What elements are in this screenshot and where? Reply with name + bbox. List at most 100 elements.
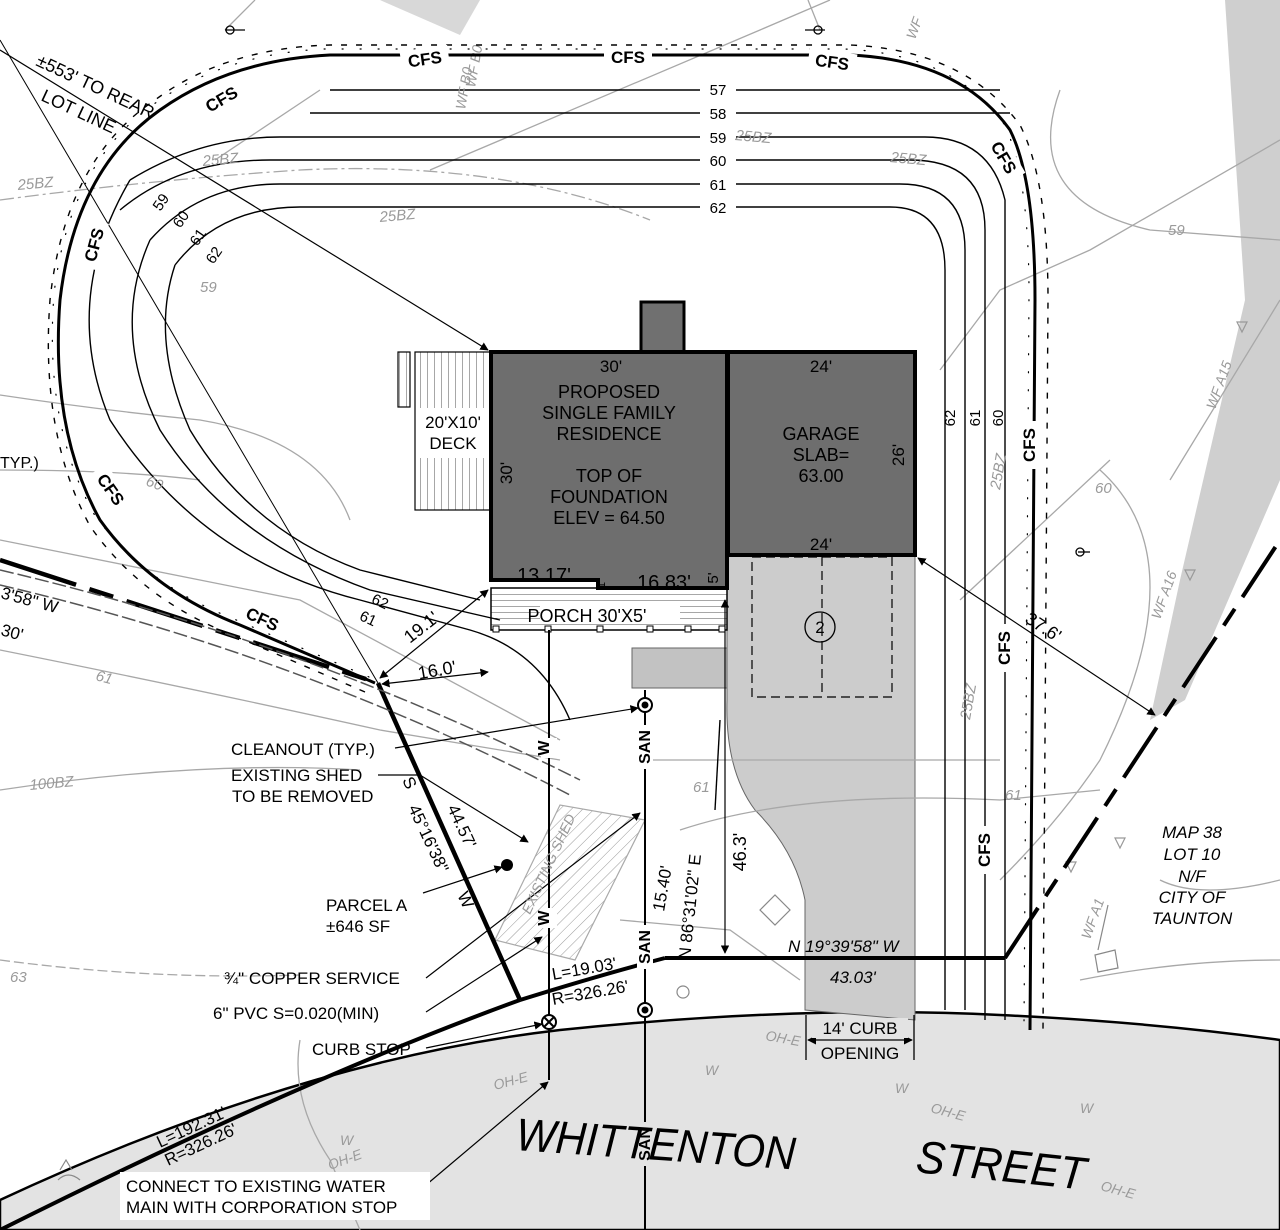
soil-label-6: 25BZ (889, 149, 928, 169)
garage-label-1: GARAGE (782, 424, 859, 444)
sewer-line-label-2: SAN (637, 930, 654, 964)
curb-stop-symbol (541, 1014, 557, 1030)
sewer-line-label-1: SAN (637, 730, 654, 764)
soil-label-1: 25BZ (16, 174, 55, 194)
garage: 24' GARAGE SLAB= 63.00 26' 24' (726, 350, 917, 557)
deck: 20'X10' DECK (397, 351, 492, 511)
bearing-w-label: W (453, 889, 477, 912)
street-water-label-3: W (1080, 1100, 1095, 1116)
wetland-flag-2: WF B0 (462, 44, 485, 89)
residence-title-1: PROPOSED (558, 382, 660, 402)
connect-callout-1: CONNECT TO EXISTING WATER (126, 1177, 386, 1196)
contour-label-61-bottom: 61 (357, 608, 379, 630)
bearing-19-39-58: N 19°39'58" W (788, 937, 901, 956)
contour-label-60-right: 60 (990, 410, 1007, 427)
wetland-gray-area (380, 0, 1280, 720)
abutter-info: MAP 38 LOT 10 N/F CITY OF TAUNTON (1152, 823, 1233, 928)
contour-label-62-right: 62 (942, 410, 959, 427)
bearing-s-label: S (398, 774, 420, 792)
soil-label-3: 25BZ (201, 150, 240, 170)
setback-16-0: 16.0' (416, 657, 457, 683)
abutter-owner-2: TAUNTON (1152, 909, 1233, 928)
rear-lot-line-note: ±553' TO REAR LOT LINE (33, 50, 157, 137)
foundation-elevation: ELEV = 64.50 (553, 508, 665, 528)
grey-contour-60b: 60 (1095, 480, 1112, 497)
grey-contour-60a: 60 (144, 473, 166, 495)
soil-label-7: 25BZ (987, 452, 1010, 492)
wetland-flag-5: WF A1 (1078, 896, 1107, 941)
grey-contour-61c: 61 (693, 779, 710, 796)
curb-opening (805, 1015, 915, 1060)
residence-offset-dim: 1' (596, 580, 608, 588)
abutter-map: MAP 38 (1162, 823, 1222, 842)
deck-label-size: 20'X10' (425, 413, 481, 432)
curb-opening-labels: 14' CURB OPENING (812, 1018, 908, 1063)
porch-label: PORCH 30'X5' (528, 606, 647, 626)
curb-opening-label-1: 14' CURB (822, 1019, 897, 1038)
grey-contour-63: 63 (10, 969, 27, 986)
cleanout-callout: CLEANOUT (TYP.) (231, 740, 375, 759)
wetland-flag-triangles (1065, 321, 1248, 874)
cfs-label-7: CFS (243, 604, 282, 636)
contour-label-59: 59 (710, 130, 727, 147)
deck-label-name: DECK (429, 434, 477, 453)
foundation-label-2: FOUNDATION (550, 487, 668, 507)
shed-callout-1: EXISTING SHED (231, 766, 362, 785)
grey-contour-61b: 61 (1005, 787, 1022, 804)
garage-label-2: SLAB= (793, 445, 850, 465)
contour-label-61-right: 61 (967, 410, 984, 427)
contour-label-61: 61 (710, 177, 727, 194)
parcel-a-callout-2: ±646 SF (326, 917, 390, 936)
silt-fence (47, 44, 1049, 1031)
contour-label-62-left: 62 (203, 244, 226, 267)
porch: PORCH 30'X5' (490, 587, 728, 633)
parking-spaces (751, 556, 893, 698)
contour-label-62: 62 (710, 200, 727, 217)
utility-labels: W W SAN SAN SAN (536, 725, 654, 1166)
residence: 30' 30' PROPOSED SINGLE FAMILY RESIDENCE… (489, 350, 729, 594)
parcel-a-callout-1: PARCEL A (326, 896, 408, 915)
contour-label-58: 58 (710, 106, 727, 123)
shed-callout-2: TO BE REMOVED (232, 787, 373, 806)
garage-side-dim: 26' (889, 444, 908, 466)
residence-dim-left: 13.17' (517, 565, 571, 587)
cfs-label-11: CFS (975, 833, 994, 867)
distance-15-40: 15.40' (649, 864, 676, 912)
parking-space-number-circle (804, 611, 836, 643)
parking-space-number: 2 (815, 618, 824, 637)
contour-labels: 57 58 59 60 61 62 59 60 61 62 62 61 60 6… (10, 80, 1185, 986)
cfs-label-10: CFS (995, 631, 1014, 665)
overhead-electric-labels: OH-E OH-E OH-E OH-E OH-E W W W W TYP.) (0, 455, 1138, 1202)
foundation-label-1: TOP OF (576, 466, 642, 486)
pvc-callout: 6" PVC S=0.020(MIN) (213, 1004, 379, 1023)
curb-stop-callout: CURB STOP (312, 1040, 411, 1059)
contour-label-61-left: 61 (187, 226, 210, 249)
sewer-line-label-3: SAN (637, 1127, 654, 1161)
overhead-label-3: OH-E (764, 1027, 802, 1049)
abutter-lot: LOT 10 (1164, 845, 1221, 864)
top-markers (225, 25, 1090, 557)
distance-43-03: 43.03' (830, 968, 877, 987)
chimney (639, 300, 686, 354)
wetland-flag-1: WF B0 (452, 66, 475, 111)
garage-bottom-dim: 24' (810, 535, 832, 554)
contour-label-60: 60 (710, 153, 727, 170)
residence-side-dim: 30' (497, 462, 516, 484)
cfs-label-1: CFS (407, 48, 443, 72)
parcel-a-marker (501, 859, 513, 871)
street-water-label-4: W (340, 1132, 355, 1148)
soil-label-2: 25BZ (378, 206, 417, 226)
contour-label-59-left: 59 (150, 191, 173, 214)
soil-labels: 25BZ 25BZ 25BZ 25BZ 100BZ 25BZ 25BZ 25BZ (16, 127, 1010, 794)
typ-label: TYP.) (0, 455, 39, 472)
abutter-owner-1: CITY OF (1159, 888, 1227, 907)
stone-wall (0, 569, 581, 796)
setback-19-1: 19.1' (400, 608, 443, 647)
cfs-label-3: CFS (814, 51, 850, 75)
contour-label-60-left: 60 (170, 208, 193, 231)
setback-37-6: 37.6' (1022, 608, 1065, 646)
soil-label-4: 25BZ (734, 127, 773, 147)
